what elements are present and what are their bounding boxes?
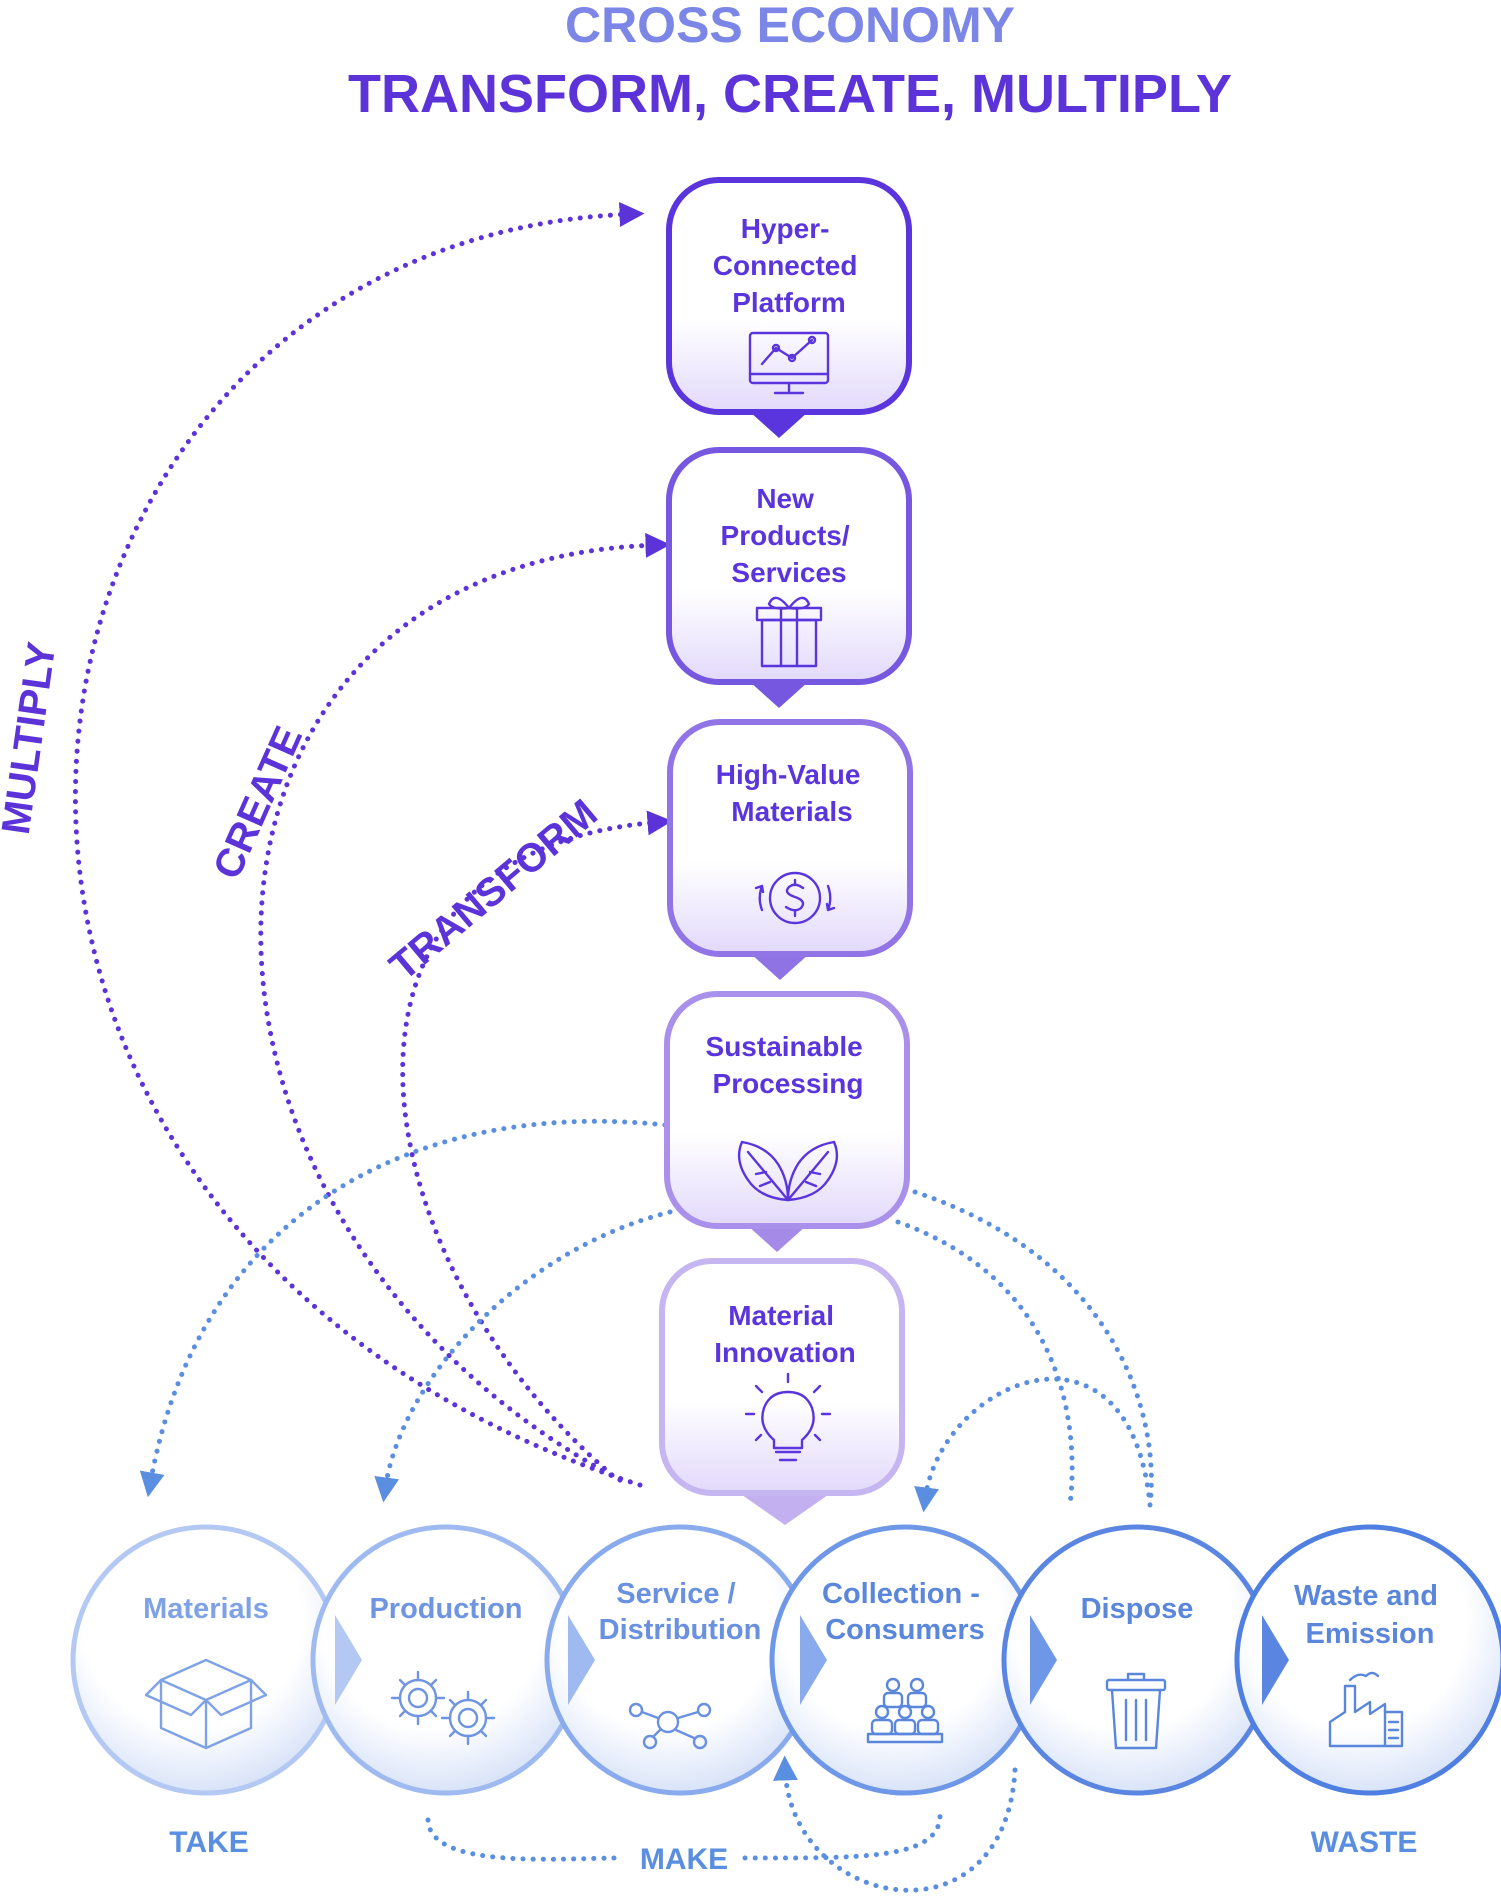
gift-icon bbox=[755, 596, 823, 668]
leaves-icon bbox=[737, 1140, 839, 1202]
processing-to-production-loop bbox=[374, 1209, 673, 1503]
trash-icon bbox=[1105, 1672, 1167, 1750]
transform-arc bbox=[400, 810, 673, 1478]
chevron-1 bbox=[335, 1615, 362, 1705]
step-4-label: Sustainable Processing bbox=[706, 1031, 871, 1099]
step-high-value-materials: High-Value Materials bbox=[667, 719, 913, 980]
people-icon bbox=[866, 1677, 944, 1744]
stage-materials: Materials bbox=[70, 1524, 342, 1796]
stage-dispose: Dispose bbox=[1001, 1524, 1273, 1796]
processing-to-dispose-loop-inner bbox=[895, 1219, 1075, 1508]
processing-to-materials-loop bbox=[139, 1118, 668, 1498]
phase-take-label: TAKE bbox=[169, 1826, 248, 1859]
make-loop-left bbox=[425, 1817, 623, 1862]
chevron-4 bbox=[1030, 1615, 1057, 1705]
stage-collection-label: Collection - Consumers bbox=[822, 1578, 988, 1646]
chevron-5 bbox=[1262, 1615, 1289, 1705]
arcs bbox=[73, 202, 673, 1488]
step-material-innovation: Material Innovation bbox=[659, 1258, 905, 1525]
stage-waste-emission: Waste and Emission bbox=[1234, 1524, 1501, 1796]
gears-icon bbox=[390, 1670, 496, 1746]
stage-service-distribution: Service / Distribution bbox=[544, 1524, 816, 1796]
factory-icon bbox=[1328, 1671, 1404, 1748]
phase-make-label: MAKE bbox=[640, 1843, 728, 1876]
create-arc bbox=[258, 532, 671, 1483]
title-line-1: CROSS ECONOMY bbox=[565, 0, 1015, 53]
chevron-2 bbox=[568, 1615, 595, 1705]
processing-to-waste-loop-outer bbox=[912, 1189, 1154, 1508]
step-2-label: New Products/ Services bbox=[721, 483, 858, 588]
dispose-to-collection-loop bbox=[914, 1376, 1153, 1513]
dollar-cycle-icon bbox=[754, 871, 836, 925]
step-sustainable-processing: Sustainable Processing bbox=[664, 991, 910, 1252]
stage-service-label: Service / Distribution bbox=[599, 1578, 762, 1646]
stage-production: Production bbox=[310, 1524, 582, 1796]
network-icon bbox=[628, 1702, 712, 1750]
chevron-3 bbox=[800, 1615, 827, 1705]
collection-return-loop bbox=[772, 1755, 1018, 1893]
multiply-arc bbox=[73, 202, 645, 1488]
title-line-2: TRANSFORM, CREATE, MULTIPLY bbox=[348, 64, 1232, 124]
transform-label: TRANSFORM bbox=[382, 791, 606, 989]
step-new-products-services: New Products/ Services bbox=[666, 447, 912, 708]
stage-waste-label: Waste and Emission bbox=[1294, 1580, 1446, 1650]
multiply-label: MULTIPLY bbox=[0, 639, 64, 837]
make-loop-right bbox=[742, 1812, 943, 1861]
stage-production-label: Production bbox=[369, 1593, 522, 1625]
phase-waste-label: WASTE bbox=[1311, 1826, 1418, 1859]
box-icon bbox=[144, 1658, 268, 1750]
step-3-label: High-Value Materials bbox=[716, 759, 868, 827]
stage-dispose-label: Dispose bbox=[1081, 1593, 1194, 1625]
lightbulb-icon bbox=[744, 1372, 832, 1462]
create-label: CREATE bbox=[205, 720, 311, 885]
stage-circles: Materials Production bbox=[70, 1524, 1501, 1796]
step-1-label: Hyper- Connected Platform bbox=[713, 213, 865, 318]
monitor-chart-icon bbox=[748, 331, 830, 395]
step-5-label: Material Innovation bbox=[714, 1300, 856, 1368]
step-boxes: Hyper- Connected Platform New Products/ … bbox=[659, 177, 913, 1525]
stage-materials-label: Materials bbox=[143, 1593, 269, 1625]
stage-collection-consumers: Collection - Consumers bbox=[769, 1524, 1041, 1796]
loops bbox=[139, 1118, 1154, 1893]
step-hyper-connected-platform: Hyper- Connected Platform bbox=[666, 177, 912, 438]
